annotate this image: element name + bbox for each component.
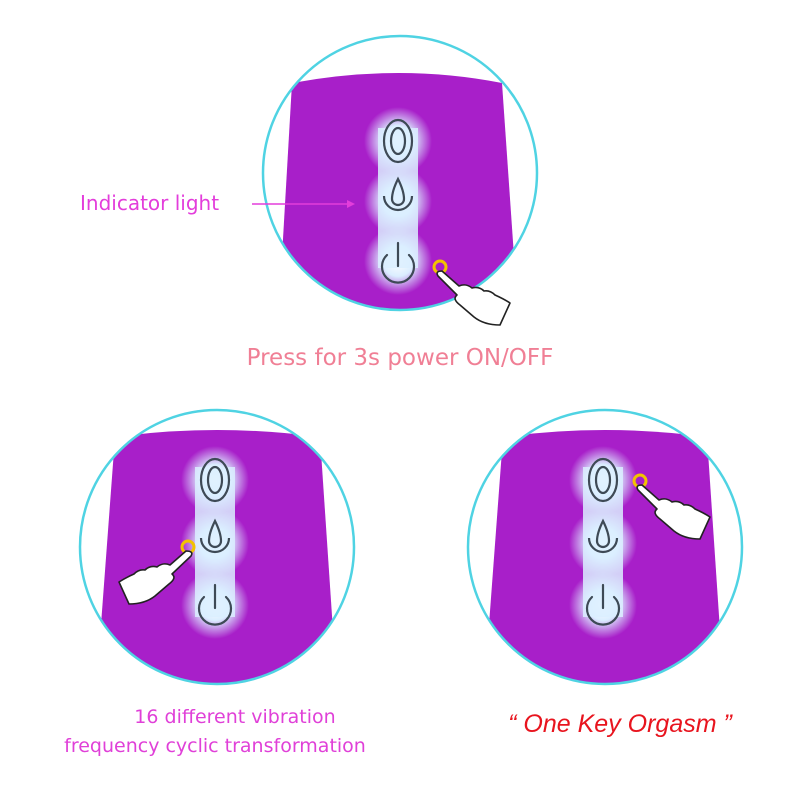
mode-icon[interactable] bbox=[587, 457, 619, 503]
bottom-right-panel bbox=[455, 395, 765, 705]
zoom-circle bbox=[466, 408, 744, 686]
power-icon[interactable] bbox=[197, 583, 233, 626]
power-caption: Press for 3s power ON/OFF bbox=[246, 345, 554, 371]
vibration-drop-icon[interactable] bbox=[587, 518, 619, 554]
vibration-caption-line1: 16 different vibration bbox=[134, 706, 336, 728]
top-illustration bbox=[252, 34, 539, 326]
mode-icon[interactable] bbox=[199, 457, 231, 503]
pointing-hand-icon bbox=[118, 550, 193, 605]
power-icon[interactable] bbox=[585, 583, 621, 626]
pointing-hand-icon bbox=[636, 484, 711, 540]
bottom-right-illustration bbox=[466, 408, 744, 686]
vibration-caption-line2: frequency cyclic transformation bbox=[64, 735, 366, 757]
power-icon[interactable] bbox=[380, 241, 416, 284]
mode-icon[interactable] bbox=[382, 118, 414, 164]
bottom-left-panel bbox=[70, 395, 380, 705]
indicator-label: Indicator light bbox=[80, 191, 220, 215]
vibration-drop-icon[interactable] bbox=[199, 518, 231, 554]
one-key-caption: “ One Key Orgasm ” bbox=[508, 710, 732, 738]
zoom-circle bbox=[78, 408, 356, 686]
vibration-drop-icon[interactable] bbox=[382, 176, 414, 212]
zoom-circle bbox=[261, 34, 539, 312]
top-panel bbox=[252, 3, 552, 343]
bottom-left-illustration bbox=[78, 408, 356, 686]
pointing-hand-icon bbox=[436, 270, 511, 326]
